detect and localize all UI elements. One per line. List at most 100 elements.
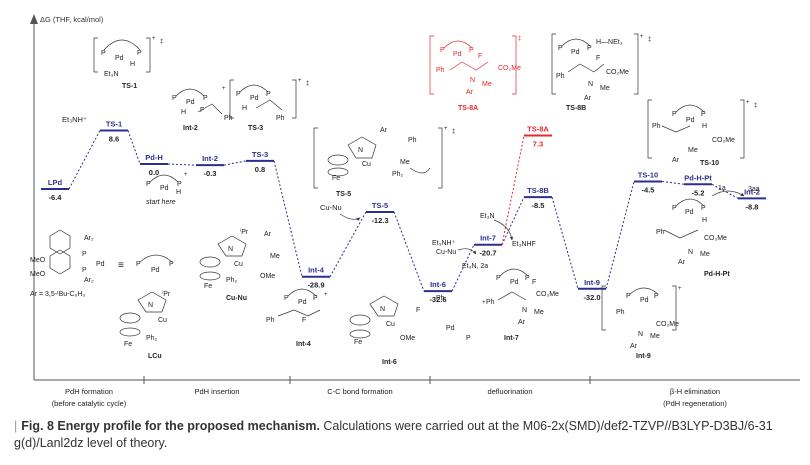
phase-label: β-H elimination [670, 387, 720, 396]
svg-text:Pd: Pd [453, 51, 462, 58]
svg-text:Me: Me [270, 253, 280, 260]
svg-text:P: P [82, 251, 87, 258]
svg-text:P: P [469, 47, 474, 54]
svg-text:F: F [200, 107, 204, 114]
svg-text:N: N [358, 147, 363, 154]
level-label-pdhpt: Pd-H-Pt [684, 173, 712, 182]
svg-text:Pd: Pd [571, 49, 580, 56]
svg-text:P: P [558, 45, 563, 52]
connector-pdhpt-int2b [711, 183, 739, 199]
level-label-int2b: Int-2 [744, 187, 760, 196]
svg-text:P: P [701, 111, 706, 118]
svg-text:‡: ‡ [452, 129, 455, 135]
svg-text:+: + [324, 292, 328, 298]
level-label-ts1: TS-1 [106, 119, 122, 128]
caption-lead: Fig. 8 Energy profile for the proposed m… [21, 419, 320, 433]
cu-nu-arrow-icon [339, 213, 361, 221]
svg-text:P: P [313, 295, 318, 302]
annotation-3aa: 3aa [748, 186, 760, 193]
svg-text:≡: ≡ [118, 260, 124, 271]
svg-text:+: + [482, 300, 486, 306]
structure-pdhpt: P P Pd H Ph CO₂Me N Me Ar Pd-H-Pt [656, 198, 730, 278]
svg-text:Ar: Ar [584, 95, 592, 102]
svg-text:Pd: Pd [685, 209, 694, 216]
svg-text:Ph: Ph [224, 115, 233, 122]
svg-text:Pd: Pd [186, 99, 195, 106]
svg-text:Et₃N: Et₃N [104, 71, 119, 78]
svg-text:CO₂Me: CO₂Me [656, 321, 679, 328]
svg-text:Int-9: Int-9 [636, 353, 651, 360]
svg-text:Pd: Pd [640, 297, 649, 304]
svg-text:Int-7: Int-7 [504, 335, 519, 342]
svg-text:P: P [266, 91, 271, 98]
level-energy-int2b: -8.8 [746, 202, 759, 211]
svg-text:P: P [466, 335, 471, 342]
svg-text:‡: ‡ [648, 37, 651, 43]
svg-text:P: P [203, 95, 208, 102]
svg-text:Ph: Ph [436, 67, 445, 74]
svg-text:Fe: Fe [204, 283, 212, 290]
svg-text:Fe: Fe [332, 175, 340, 182]
svg-text:+: + [222, 86, 226, 92]
annotation-cu-nu: Cu-Nu [320, 203, 342, 212]
svg-text:TS-8B: TS-8B [566, 105, 586, 112]
svg-text:ⁱPr: ⁱPr [162, 290, 171, 298]
svg-text:Pd: Pd [510, 279, 519, 286]
structure-int4: P P Pd + Ph F Int-4 [266, 288, 328, 348]
structure-int7: P P Pd F CO₂Me Ph N Me Ar Int-7 [486, 268, 559, 342]
svg-text:Me: Me [482, 81, 492, 88]
figure-caption: |Fig. 8 Energy profile for the proposed … [14, 418, 804, 452]
connector-int9-ts10 [605, 181, 635, 289]
svg-text:F: F [416, 307, 420, 314]
svg-text:Pd: Pd [250, 95, 259, 102]
connector-pdh-int2 [167, 163, 197, 166]
annotation-et3n: Et₃N [480, 213, 495, 220]
connector-ts1-pdh [127, 130, 141, 165]
svg-text:N: N [588, 81, 593, 88]
structure-ts10: P P Pd H CO₂Me Ph Me Ar + ‡ TS-10 [647, 99, 757, 167]
svg-text:MeO: MeO [30, 271, 46, 278]
svg-text:Ph₂: Ph₂ [146, 335, 158, 342]
et3nh-arrow-icon [457, 248, 477, 255]
svg-text:OMe: OMe [260, 273, 275, 280]
svg-text:Ph: Ph [266, 317, 275, 324]
svg-text:Ph: Ph [652, 123, 661, 130]
phase-sublabel: (PdH regeneration) [663, 399, 727, 408]
svg-text:Ar = 3,5-ᵗBu-C₆H₃: Ar = 3,5-ᵗBu-C₆H₃ [30, 291, 85, 298]
svg-text:Me: Me [400, 159, 410, 166]
structure-ts8b: P P Pd H—NEt₃ F CO₂Me Ph N Me Ar + ‡ TS-… [551, 33, 651, 112]
level-energy-int6: -32.6 [429, 295, 446, 304]
svg-text:Ph: Ph [556, 73, 565, 80]
connector-int4-ts5 [329, 211, 367, 277]
svg-text:P: P [672, 205, 677, 212]
phase-label: PdH formation [65, 387, 113, 396]
svg-text:N: N [228, 246, 233, 253]
svg-text:Ar: Ar [672, 157, 680, 164]
level-energy-ts10: -4.5 [642, 186, 655, 195]
caption-divider-icon: | [14, 419, 18, 433]
svg-text:Ar: Ar [466, 89, 474, 96]
svg-text:Ph: Ph [656, 229, 665, 236]
level-energy-ts5: -12.3 [371, 216, 388, 225]
y-axis-arrow-icon [30, 14, 38, 24]
svg-text:Ph: Ph [276, 115, 285, 122]
svg-text:Ar: Ar [518, 319, 526, 326]
svg-text:N: N [688, 249, 693, 256]
svg-text:H: H [181, 109, 186, 116]
svg-text:+: + [678, 286, 682, 292]
svg-text:‡: ‡ [160, 39, 163, 45]
svg-text:Pd: Pd [115, 55, 124, 62]
level-energy-int4: -28.9 [307, 281, 324, 290]
svg-text:H: H [130, 61, 135, 68]
svg-text:P: P [496, 275, 501, 282]
svg-text:OMe: OMe [400, 335, 415, 342]
caption-body: Calculations were carried out at the M06… [14, 419, 773, 450]
connector-lines [68, 130, 739, 292]
svg-text:CO₂Me: CO₂Me [704, 235, 727, 242]
connector-int2-ts3 [223, 160, 247, 166]
level-label-int4: Int-4 [308, 266, 325, 275]
svg-text:Cu: Cu [362, 161, 371, 168]
level-energy-lpd: -6.4 [49, 193, 63, 202]
svg-text:CO₂Me: CO₂Me [536, 291, 559, 298]
